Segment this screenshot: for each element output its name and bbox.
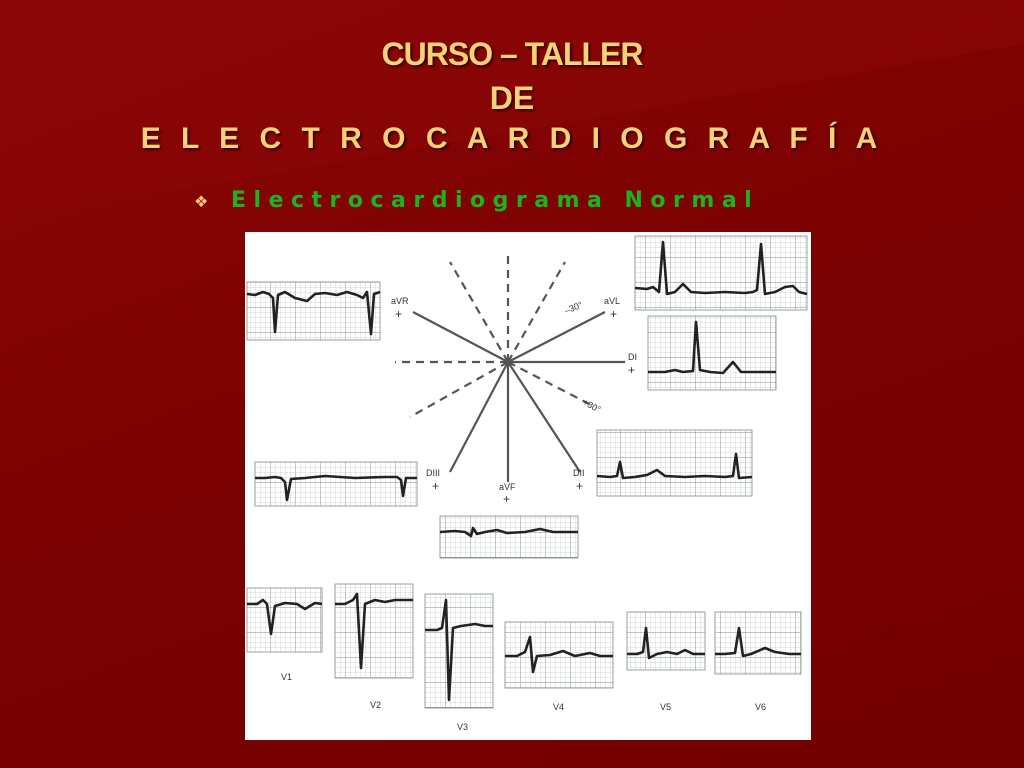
axis-labels: aVR + aVL + –30° DI + +30° DII + DIII + … [391,296,637,506]
trace-v1 [247,598,323,636]
label-d2: DII [573,468,585,478]
label-v5: V5 [660,702,671,712]
precordial-labels: V1 V2 V3 V4 V5 V6 [281,672,766,732]
plus-d2: + [576,479,583,493]
label-v3: V3 [457,722,468,732]
label-minus30: –30° [563,299,584,315]
grid-v6 [714,611,802,675]
ecg-figure-svg: aVR + aVL + –30° DI + +30° DII + DIII + … [246,235,808,732]
label-d1: DI [628,352,637,362]
title-line-1: CURSO – TALLER [381,36,644,72]
grid-avf [439,515,579,559]
title-line-3: E L E C T R O C A R D I O G R A F Í A [140,122,884,155]
lead-traces [246,240,808,702]
trace-avf [439,526,578,538]
trace-v4 [505,635,613,674]
title-line-2: DE [489,80,535,116]
plus-avr: + [395,307,402,321]
grid-v3 [424,593,494,709]
axis-negative-lines [395,254,596,418]
plus-avf: + [503,492,510,506]
trace-v3 [425,598,493,702]
plus-d3: + [432,479,439,493]
axis-avr-line [412,311,509,363]
label-d3: DIII [426,468,440,478]
grid-d1 [647,315,777,391]
label-avr: aVR [391,296,409,306]
axis-d3-line [449,361,509,473]
trace-d2 [596,452,753,480]
subtitle-text: Electrocardiograma Normal [231,188,760,213]
trace-avr [246,290,381,336]
plus-avl: + [610,307,617,321]
subtitle: Electrocardiograma Normal [195,188,875,213]
ecg-figure: aVR + aVL + –30° DI + +30° DII + DIII + … [245,232,811,740]
hexaxial-diagram [395,254,625,482]
plus-d1: + [628,363,635,377]
label-v4: V4 [553,702,564,712]
trace-d1 [648,320,776,375]
diamond-bullet-icon: ❖ [194,194,209,211]
trace-v5 [627,626,705,660]
label-v6: V6 [755,702,766,712]
grid-d3 [254,461,418,507]
label-avf: aVF [499,482,516,492]
axis-avl-line [507,311,606,363]
grid-v5 [626,611,706,671]
axis-d2-line [507,361,581,473]
trace-v6 [715,626,801,658]
lead-grids [246,235,808,709]
grid-avr [246,281,381,341]
grid-v2 [334,583,414,679]
label-avl: aVL [604,296,620,306]
grid-v1 [246,587,323,653]
label-plus30: +30° [581,397,603,415]
trace-v2 [335,592,413,670]
trace-d3 [255,474,417,502]
label-v1: V1 [281,672,292,682]
grid-d2 [596,429,753,497]
trace-avl [634,240,808,296]
label-v2: V2 [370,700,381,710]
